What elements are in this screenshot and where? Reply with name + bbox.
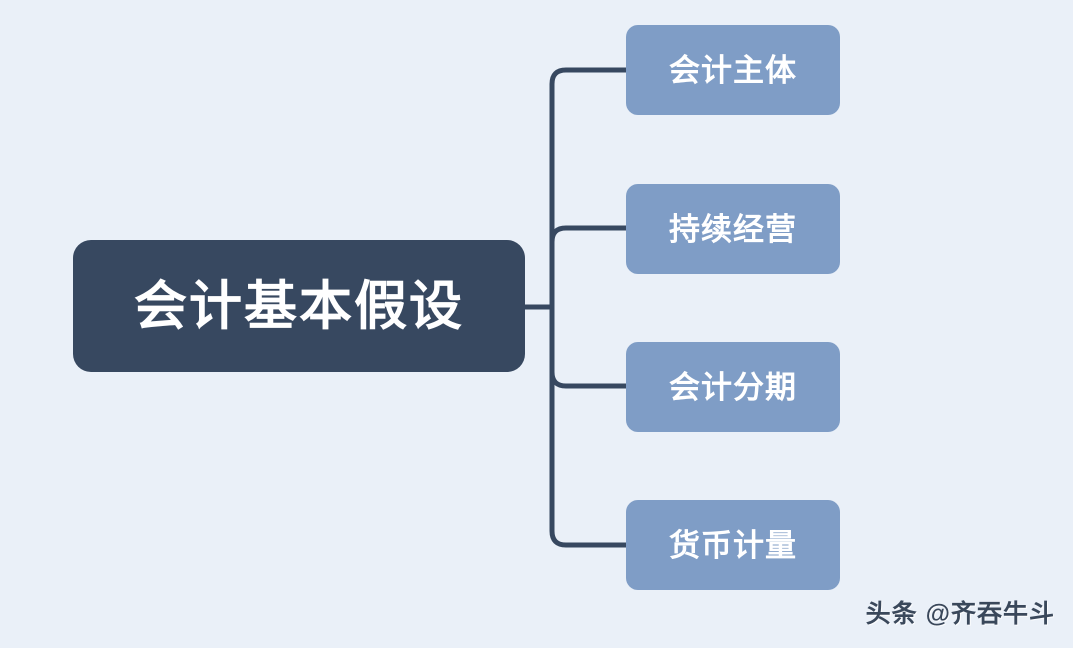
child-node-3-label: 会计分期 bbox=[669, 369, 797, 405]
child-node-1-label: 会计主体 bbox=[669, 52, 797, 88]
child-node-4[interactable]: 货币计量 bbox=[626, 500, 840, 590]
child-node-2-label: 持续经营 bbox=[669, 211, 797, 247]
child-node-3[interactable]: 会计分期 bbox=[626, 342, 840, 432]
watermark: 头条 @齐吞牛斗 bbox=[865, 600, 1055, 628]
root-node[interactable]: 会计基本假设 bbox=[73, 240, 525, 372]
connector-branch-2 bbox=[549, 225, 626, 243]
connector-branch-4 bbox=[549, 307, 626, 548]
root-node-label: 会计基本假设 bbox=[134, 276, 464, 336]
child-node-1[interactable]: 会计主体 bbox=[626, 25, 840, 115]
connector-branch-1 bbox=[549, 67, 626, 307]
child-node-4-label: 货币计量 bbox=[669, 527, 797, 563]
child-node-2[interactable]: 持续经营 bbox=[626, 184, 840, 274]
connector-branch-3 bbox=[549, 371, 626, 389]
